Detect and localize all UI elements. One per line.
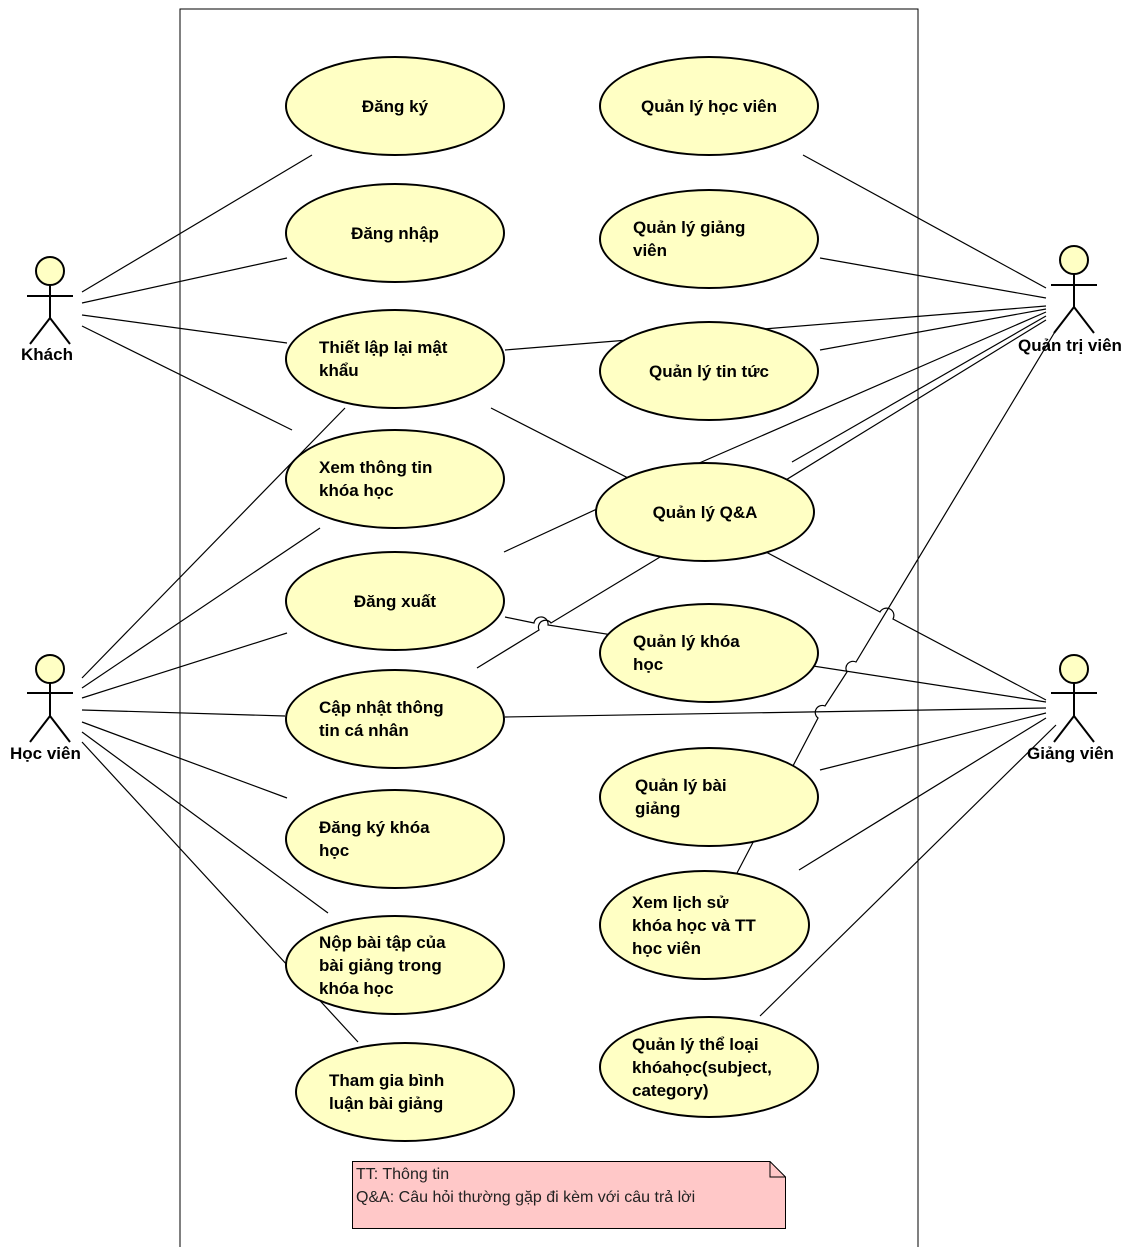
association-line: [504, 707, 1047, 718]
use-case-label: Đăng ký: [361, 96, 429, 116]
use-case-update-profile[interactable]: Cập nhật thông tin cá nhân: [285, 669, 505, 769]
use-case-label: Nộp bài tập của bài giảng trong khóa học: [319, 932, 446, 998]
use-case-label: Quản lý giảng viên: [633, 218, 746, 260]
actor-guest-figure: [27, 256, 73, 345]
use-case-view-history[interactable]: Xem lịch sử khóa học và TT học viên: [599, 870, 810, 980]
association-line: [802, 154, 1047, 289]
use-case-label: Quản lý tin tức: [649, 361, 769, 381]
actor-lecturer-label: Giảng viên: [1027, 744, 1114, 763]
association-line: [81, 731, 329, 914]
use-case-register[interactable]: Đăng ký: [285, 56, 505, 156]
use-case-manage-lecturers[interactable]: Quản lý giảng viên: [599, 189, 819, 289]
use-case-reset-password[interactable]: Thiết lập lại mật khẩu: [285, 309, 505, 409]
legend-note: TT: Thông tin Q&A: Câu hỏi thường gặp đi…: [352, 1161, 786, 1229]
use-case-manage-qa[interactable]: Quản lý Q&A: [595, 462, 815, 562]
use-case-label: Quản lý Q&A: [652, 502, 758, 522]
association-line: [798, 717, 1047, 871]
association-line: [791, 315, 1047, 463]
association-line: [504, 305, 1047, 351]
actor-guest-label: Khách: [21, 345, 73, 364]
association-line: [81, 632, 288, 699]
use-case-label: Đăng ký khóa học: [319, 818, 430, 860]
actor-admin-label: Quản trị viên: [1018, 336, 1122, 355]
note-shape: [352, 1161, 786, 1229]
association-line: [504, 616, 1047, 703]
use-case-label: Quản lý thể loại khóahọc(subject, catego…: [632, 1034, 772, 1100]
note-line-qa: Q&A: Câu hỏi thường gặp đi kèm với câu t…: [356, 1189, 696, 1206]
association-line: [81, 709, 286, 717]
association-line: [81, 325, 293, 431]
use-case-submit-assignment[interactable]: Nộp bài tập của bài giảng trong khóa học: [285, 915, 505, 1015]
use-case-label: Thiết lập lại mật khẩu: [319, 338, 448, 380]
actor-admin-figure: [1051, 245, 1097, 334]
association-line: [819, 712, 1047, 771]
use-case-manage-students[interactable]: Quản lý học viên: [599, 56, 819, 156]
use-case-label: Xem thông tin khóa học: [319, 458, 433, 500]
actor-lecturer-figure: [1051, 654, 1097, 743]
association-line: [736, 329, 1057, 874]
use-case-label: Quản lý học viên: [640, 96, 778, 116]
use-case-enroll-course[interactable]: Đăng ký khóa học: [285, 789, 505, 889]
actor-student-label: Học viên: [10, 744, 81, 763]
system-boundary: [179, 8, 919, 1247]
use-case-label: Đăng xuất: [353, 591, 437, 611]
use-case-comment-lecture[interactable]: Tham gia bình luận bài giảng: [295, 1042, 515, 1142]
association-line: [759, 724, 1057, 1017]
association-line: [81, 721, 288, 799]
association-line: [819, 257, 1047, 299]
use-case-manage-news[interactable]: Quản lý tin tức: [599, 321, 819, 421]
use-case-label: Cập nhật thông tin cá nhân: [319, 698, 444, 740]
use-case-login[interactable]: Đăng nhập: [285, 183, 505, 283]
use-case-manage-categories[interactable]: Quản lý thể loại khóahọc(subject, catego…: [599, 1016, 819, 1118]
use-case-manage-courses[interactable]: Quản lý khóa học: [599, 603, 819, 703]
association-line: [819, 308, 1047, 351]
use-case-label: Đăng nhập: [351, 223, 439, 243]
association-line: [81, 527, 321, 689]
association-line: [81, 314, 288, 344]
use-case-label: Quản lý bài giảng: [635, 776, 727, 818]
note-line-tt: TT: Thông tin: [356, 1166, 450, 1183]
actor-student-figure: [27, 654, 73, 743]
use-case-logout[interactable]: Đăng xuất: [285, 551, 505, 651]
use-case-label: Quản lý khóa học: [633, 632, 740, 674]
use-case-view-course-info[interactable]: Xem thông tin khóa học: [285, 429, 505, 529]
associations: [81, 154, 1057, 1043]
use-case-label: Tham gia bình luận bài giảng: [329, 1071, 445, 1113]
use-case-label: Xem lịch sử khóa học và TT học viên: [632, 892, 756, 958]
association-line: [81, 257, 288, 304]
use-case-manage-lectures[interactable]: Quản lý bài giảng: [599, 747, 819, 847]
association-line: [81, 154, 313, 293]
